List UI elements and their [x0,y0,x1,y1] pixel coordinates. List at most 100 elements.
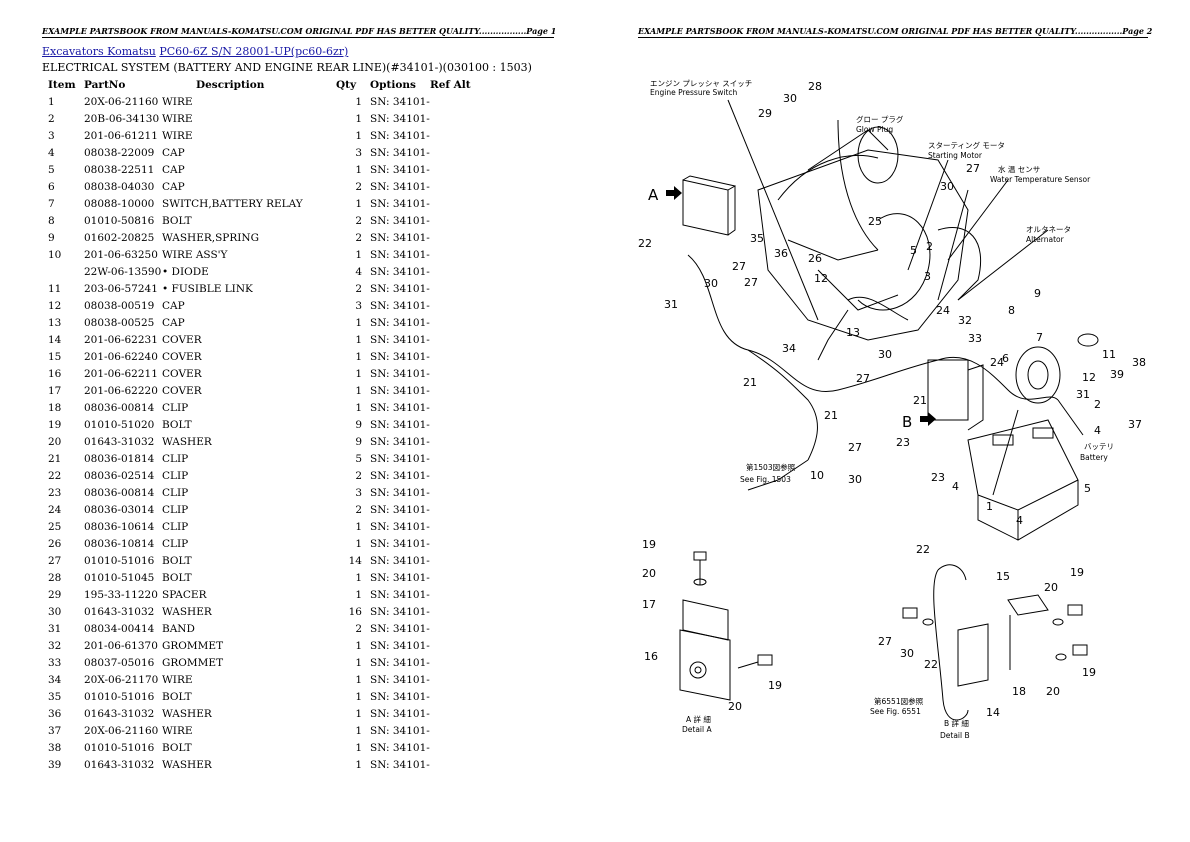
breadcrumb-link-category[interactable]: Excavators Komatsu [42,45,156,58]
part-ref-alt [430,365,490,382]
label-see-fig-1503: See Fig. 1503 [740,475,791,484]
part-options: SN: 34101- [370,231,430,244]
parts-table: Item PartNo Description Qty Options Ref … [42,76,490,773]
callout-number: 19 [642,538,656,551]
part-ref-alt [430,246,490,263]
parts-table-header: Item PartNo Description Qty Options Ref … [42,76,490,93]
item-number: 21 [48,452,62,465]
part-qty: 1 [355,571,362,584]
part-qty: 1 [355,588,362,601]
part-options: SN: 34101- [370,299,430,312]
part-number: 20X-06-21170 [84,673,159,686]
part-number: 201-06-62240 [84,350,158,363]
label-alternator: Alternator [1026,235,1065,244]
breadcrumb-link-model[interactable]: PC60-6Z S/N 28001-UP(pc60-6zr) [159,45,349,58]
callout-number: 23 [931,471,945,484]
part-options: SN: 34101- [370,129,430,142]
callout-number: 19 [1082,666,1096,679]
part-description: WASHER [162,605,212,618]
label-detail-a: Detail A [682,725,712,734]
callout-number: 7 [1036,331,1043,344]
part-description: WASHER,SPRING [162,231,259,244]
part-number: 08038-00519 [84,299,155,312]
callout-number: 30 [704,277,718,290]
part-description: BOLT [162,571,192,584]
part-qty: 1 [355,707,362,720]
part-options: SN: 34101- [370,469,430,482]
part-ref-alt [430,569,490,586]
part-qty: 3 [355,146,362,159]
item-number: 1 [48,95,55,108]
part-ref-alt [430,127,490,144]
part-description: CLIP [162,520,189,533]
label-see-fig-1503-jp: 第1503図参照 [746,462,796,472]
part-options: SN: 34101- [370,282,430,295]
part-options: SN: 34101- [370,537,430,550]
part-options: SN: 34101- [370,554,430,567]
part-options: SN: 34101- [370,707,430,720]
col-header-partno: PartNo [84,78,126,91]
callout-number: 30 [878,348,892,361]
part-ref-alt [430,331,490,348]
part-ref-alt [430,314,490,331]
part-description: BOLT [162,690,192,703]
callout-number: 30 [900,647,914,660]
part-options: SN: 34101- [370,180,430,193]
part-description: SPACER [162,588,207,601]
part-description: COVER [162,384,202,397]
callout-number: 5 [1084,482,1091,495]
part-number: 01643-31032 [84,758,155,771]
part-description: CAP [162,163,185,176]
callout-number: 14 [986,706,1000,719]
detail-b-drawing [902,564,1088,721]
callout-number: 12 [1082,371,1096,384]
callout-number: 22 [638,237,652,250]
label-water-temp-sensor-jp: 水 温 センサ [998,164,1040,174]
item-number: 10 [48,248,62,261]
item-number: 28 [48,571,62,584]
callout-number: 11 [1102,348,1116,361]
part-qty: 2 [355,503,362,516]
callout-number: 10 [810,469,824,482]
callout-number: 30 [783,92,797,105]
callout-number: 31 [664,298,678,311]
callout-number: 13 [846,326,860,339]
callout-number: 20 [1044,581,1058,594]
part-description: WIRE [162,112,193,125]
part-number: 01643-31032 [84,435,155,448]
part-qty: 1 [355,112,362,125]
callout-number: 4 [952,480,959,493]
callout-numbers: 28 29 30 27 30 22 35 36 27 30 27 31 26 1… [638,80,1146,719]
callout-number: 27 [744,276,758,289]
marker-b-label: B [902,413,912,431]
item-number: 30 [48,605,62,618]
callout-number: 27 [856,372,870,385]
part-ref-alt [430,178,490,195]
part-number: 203-06-57241 [84,282,158,295]
col-header-options: Options [370,78,416,91]
part-ref-alt [430,739,490,756]
callout-number: 38 [1132,356,1146,369]
part-options: SN: 34101- [370,146,430,159]
callout-number: 5 [910,244,917,257]
part-options: SN: 34101- [370,741,430,754]
part-options: SN: 34101- [370,605,430,618]
part-description: WASHER [162,435,212,448]
part-qty: 4 [355,265,362,278]
part-qty: 1 [355,520,362,533]
part-qty: 1 [355,316,362,329]
col-header-qty: Qty [336,78,357,91]
part-options: SN: 34101- [370,163,430,176]
part-ref-alt [430,688,490,705]
part-options: SN: 34101- [370,95,430,108]
